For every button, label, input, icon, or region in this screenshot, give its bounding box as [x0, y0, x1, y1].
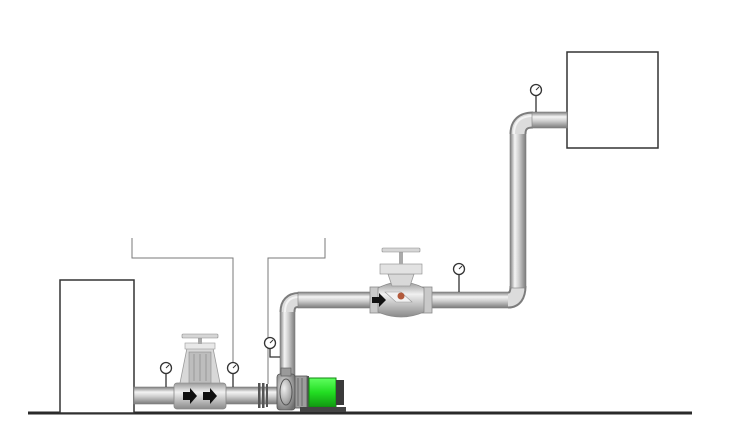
delivery-riser [507, 111, 568, 309]
gauge-after-gate-valve [226, 361, 240, 387]
gauge-delivery [529, 83, 543, 112]
globe-valve-plug [397, 292, 405, 300]
gate-valve-leader [131, 238, 234, 384]
delivery-tank [566, 51, 659, 149]
callout-leaders [131, 238, 326, 384]
globe-valve [369, 247, 433, 318]
pump-motor [308, 377, 337, 408]
gauge-pump-discharge [263, 336, 280, 358]
discharge-pipe [279, 291, 512, 379]
supply-tank [59, 279, 135, 414]
gate-valve-arrow-1 [183, 388, 197, 404]
globe-valve-arrow [372, 293, 386, 307]
pump-inlet-flange [258, 383, 268, 408]
pump [276, 367, 346, 412]
gauge-before-gate-valve [159, 361, 173, 387]
gate-valve [173, 333, 227, 410]
pump-leader [267, 238, 326, 384]
gauge-after-globe-valve [452, 262, 466, 292]
gate-valve-arrow-2 [203, 388, 217, 404]
